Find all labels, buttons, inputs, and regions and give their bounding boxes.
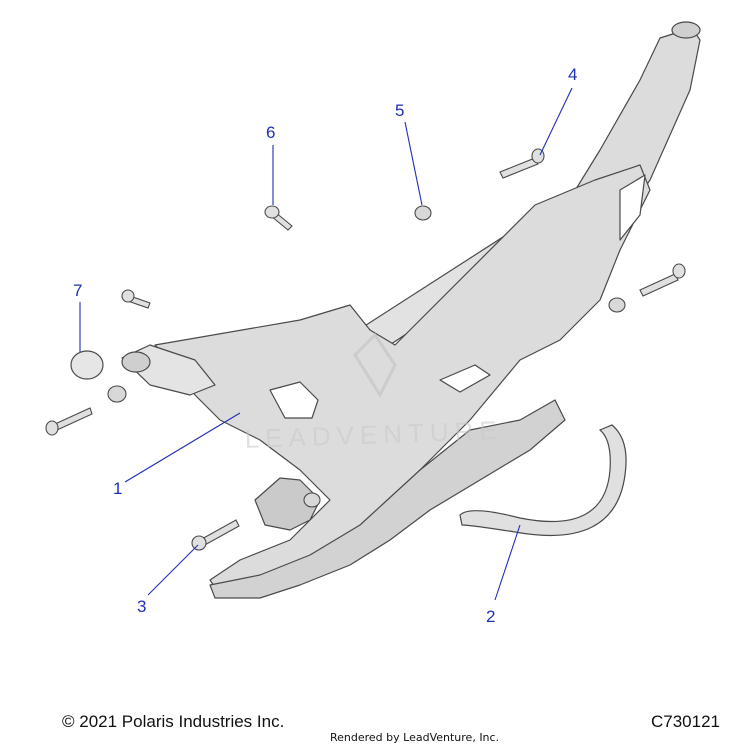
- figure-id: C730121: [650, 712, 720, 731]
- plate-cutout-left: [269, 381, 319, 419]
- plate-cutout-center: [439, 364, 491, 393]
- leader-4: [539, 87, 573, 156]
- copyright-notice: © 2021 Polaris Industries Inc.: [62, 712, 285, 731]
- left-mount-bracket: [254, 477, 321, 531]
- nut-lower: [303, 492, 321, 508]
- nut-right: [608, 297, 626, 313]
- bolt-4: [499, 157, 539, 179]
- bolt-upper-left-head: [121, 289, 135, 303]
- callout-2: 2: [486, 607, 495, 626]
- leader-3: [147, 544, 199, 596]
- part-7-plug: [70, 350, 104, 380]
- bolt-3-head: [191, 535, 207, 551]
- leader-2: [494, 524, 521, 601]
- bolt-right-head: [672, 263, 686, 279]
- left-tube-opening: [121, 351, 151, 373]
- lower-skid: [209, 399, 566, 599]
- bolt-6-head: [264, 205, 280, 219]
- rendered-by-credit: Rendered by LeadVenture, Inc.: [330, 731, 500, 744]
- watermark-logo: [353, 332, 397, 399]
- nut-5: [414, 205, 432, 221]
- leader-1: [124, 412, 241, 483]
- callout-5: 5: [395, 101, 404, 120]
- callout-4: 4: [568, 65, 577, 84]
- callout-1: 1: [113, 479, 122, 498]
- bumper-frame: [121, 21, 701, 599]
- callout-3: 3: [137, 597, 146, 616]
- nuts: [107, 205, 626, 508]
- upright-cap: [671, 21, 701, 39]
- leader-lines: [79, 87, 573, 601]
- bolt-right: [639, 273, 679, 297]
- leader-5: [404, 121, 423, 206]
- part-2-handle: [459, 424, 627, 536]
- bolts: [45, 148, 686, 551]
- callout-7: 7: [73, 281, 82, 300]
- plate-cutout-right: [619, 174, 646, 241]
- callout-numbers: 1 2 3 4 5 6 7: [73, 65, 577, 626]
- bolt-left: [54, 407, 93, 431]
- bolt-left-head: [45, 420, 59, 436]
- callout-6: 6: [266, 123, 275, 142]
- nut-left: [107, 385, 127, 403]
